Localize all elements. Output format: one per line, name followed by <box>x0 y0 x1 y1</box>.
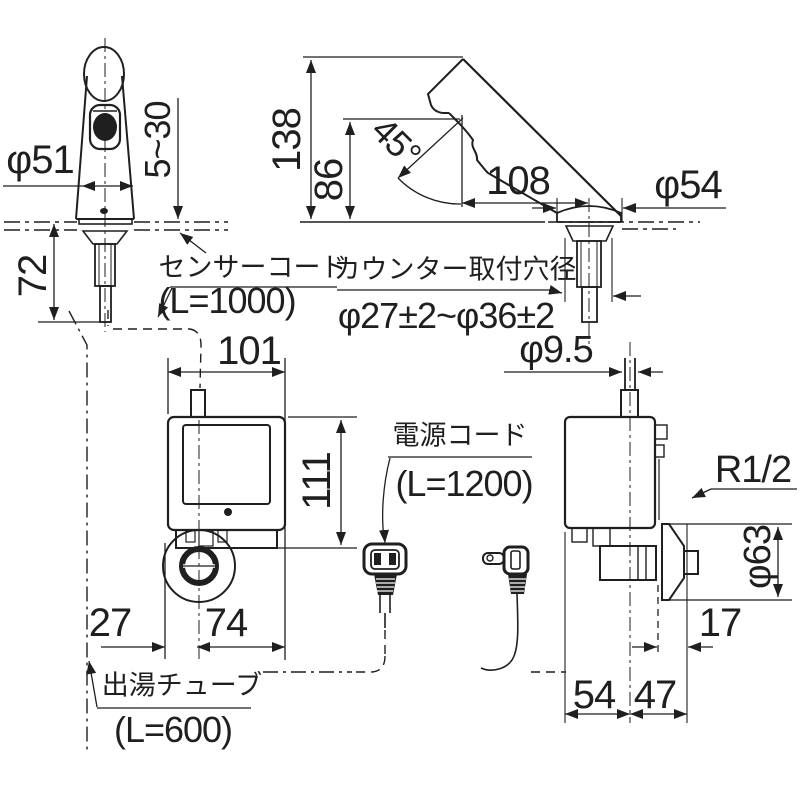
sensor-cord-length: (L=1000) <box>158 280 296 321</box>
valve-body-side <box>599 545 657 581</box>
sensor-cord-callout <box>107 286 337 389</box>
cord-boot <box>374 574 397 595</box>
dim-27: 27 <box>88 601 132 645</box>
r12-leader <box>691 487 712 499</box>
hot-water-tube-route <box>68 310 251 751</box>
sensor-eye <box>93 113 117 141</box>
supply-pipe <box>683 550 699 575</box>
gasket <box>81 230 129 245</box>
front-dimensions <box>3 98 207 323</box>
plug-prong <box>482 552 505 565</box>
dim-86: 86 <box>307 158 351 202</box>
sensor-window <box>88 103 122 151</box>
dim-phi63: φ63 <box>737 525 779 589</box>
hot-tube-label: 出湯チューブ <box>101 670 263 701</box>
dim-108: 108 <box>486 159 551 203</box>
dim-111: 111 <box>295 452 339 510</box>
wall-flange <box>661 523 685 601</box>
plug-slot <box>374 553 381 565</box>
cord-curl <box>480 593 519 671</box>
counter-hole-label: カウンター取付穴径 <box>333 254 577 285</box>
dim-45deg-line <box>397 117 464 179</box>
dim-phi95: φ9.5 <box>519 329 593 371</box>
cord-tube <box>624 358 636 390</box>
dim-phi54: φ54 <box>654 163 722 207</box>
controller-panel <box>182 424 271 505</box>
faucet-front-view <box>4 38 228 332</box>
dim-54: 54 <box>572 673 616 717</box>
controller-side-dimensions <box>504 367 797 723</box>
power-plug-side <box>480 545 566 673</box>
spout-end-cap <box>426 58 464 114</box>
side-gasket <box>564 225 615 242</box>
dim-74: 74 <box>204 601 248 645</box>
sensor-cord-label: センサーコード <box>158 252 348 283</box>
counter-hole-range: φ27±2~φ36±2 <box>337 295 555 336</box>
base-lip <box>78 218 133 225</box>
counter-hole-callout <box>337 284 641 301</box>
side-dimensions <box>303 56 726 219</box>
angle-arc <box>397 177 462 205</box>
dim-138: 138 <box>265 108 309 172</box>
controller-front-dimensions <box>101 358 357 660</box>
counter-lines <box>4 221 228 231</box>
hot-tube-length: (L=600) <box>113 709 233 750</box>
dim-47: 47 <box>633 673 677 717</box>
spout-upper-edge <box>462 58 622 217</box>
dim-17: 17 <box>698 601 742 645</box>
panel-screw <box>224 508 232 516</box>
spout-top-cap <box>83 46 125 102</box>
sensor-cord-route <box>107 310 202 389</box>
dim-r12: R1/2 <box>714 449 792 491</box>
controller-side-view <box>563 342 699 723</box>
power-plug-front <box>263 456 532 673</box>
dim-101: 101 <box>217 329 282 373</box>
controller-box-side <box>563 415 657 530</box>
power-cord-label: 電源コード <box>392 420 528 451</box>
dim-phi51: φ51 <box>6 138 74 182</box>
dim-counter-thickness: 5~30 <box>137 101 178 179</box>
hole-extension-lines <box>564 238 613 302</box>
dim-72: 72 <box>11 254 55 298</box>
plug-slot <box>389 553 396 565</box>
power-cord-length: (L=1200) <box>395 463 533 504</box>
cord-stem <box>190 389 206 418</box>
